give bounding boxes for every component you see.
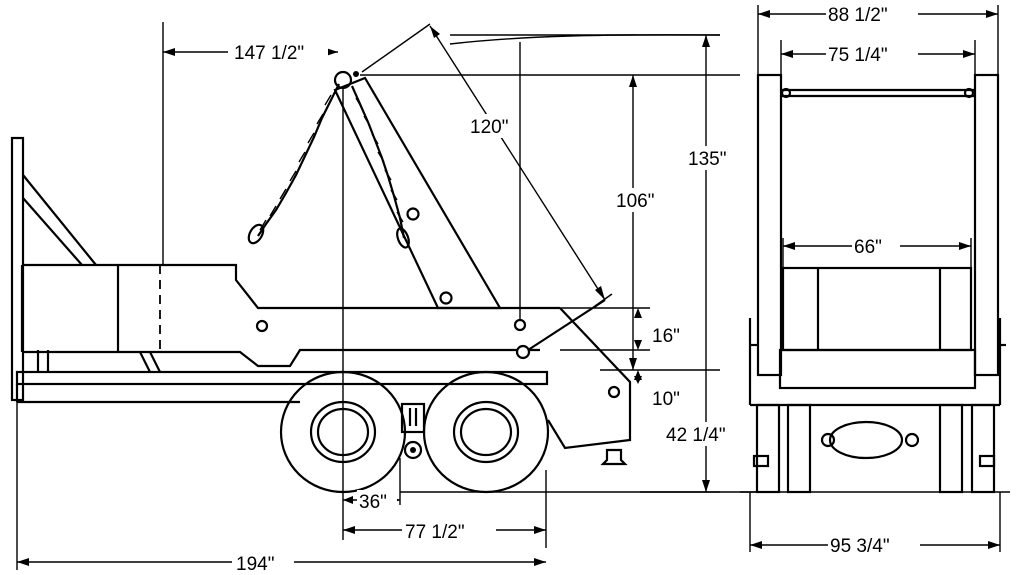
suspension [400,402,426,460]
label-frame-depth: 16" [652,326,680,347]
label-rear-overhang: 77 1/2" [405,522,465,543]
rear-view [740,5,1010,552]
label-pivot-height: 106" [616,191,654,212]
dimension-labels: 147 1/2" 120" 135" 106" 16" 10" 42 1/4" … [228,3,920,575]
dimension-lines [17,23,710,566]
front-post [10,136,97,402]
label-overall-height: 135" [688,149,726,170]
label-inner-width: 66" [854,237,882,258]
label-track-width: 95 3/4" [830,536,890,557]
truck-frame [15,263,560,404]
rear-posts [756,73,1000,377]
rear-body [748,266,1006,407]
rear-outrigger [524,299,632,466]
chain-right [350,85,410,249]
label-frame-height: 42 1/4" [666,425,726,446]
side-view [10,22,760,570]
label-arm-length: 120" [470,117,508,138]
chain-left [247,83,340,245]
label-sub-frame: 10" [652,389,680,410]
wheel-rear [422,370,550,494]
label-axle-spacing: 36" [359,492,387,513]
label-overall-length: 194" [236,554,274,575]
label-overhead-length: 147 1/2" [234,43,304,64]
rear-wheels [752,403,996,494]
rear-extension-lines [749,5,1001,552]
label-overall-width: 88 1/2" [828,5,888,26]
extension-lines [16,22,740,570]
label-bar-width: 75 1/4" [828,45,888,66]
